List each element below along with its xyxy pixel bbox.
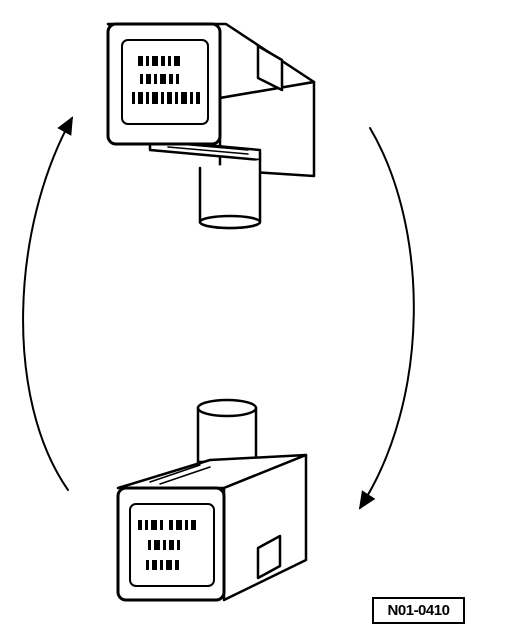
barcode-label-bottom <box>138 520 196 570</box>
right-rotation-arrow <box>358 127 415 510</box>
cylinder-pin-top <box>198 158 262 230</box>
connector-housing-bottom <box>116 398 308 602</box>
left-rotation-arrow <box>22 116 73 491</box>
figure-reference-label: N01-0410 <box>372 597 465 624</box>
barcode-label-top <box>132 56 200 104</box>
cylinder-pin-bottom <box>196 398 258 464</box>
connector-housing-top <box>106 22 316 230</box>
